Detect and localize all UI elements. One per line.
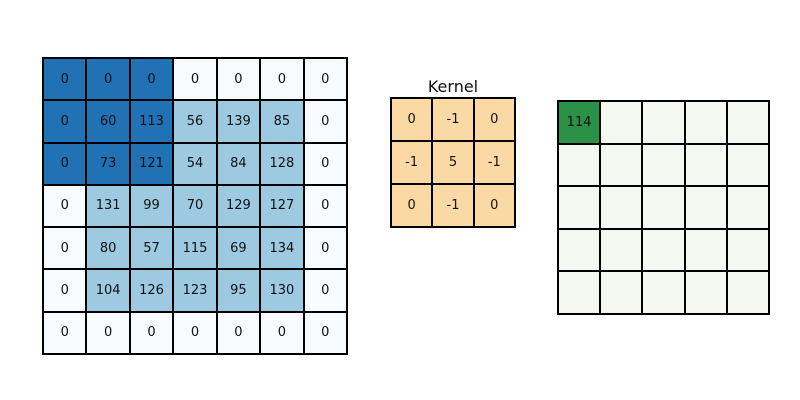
input-matrix-cell: 56: [174, 101, 216, 142]
input-matrix-cell: 130: [261, 270, 303, 311]
input-matrix-cell: 0: [44, 270, 86, 311]
output-matrix-cell: [643, 102, 684, 143]
output-matrix-cell: [727, 102, 768, 143]
input-matrix-cell: 0: [130, 312, 173, 353]
output-matrix-cell: [685, 272, 726, 313]
input-matrix-cell: 0: [304, 228, 346, 269]
input-matrix-cell: 84: [217, 143, 260, 184]
input-matrix-cell: 121: [130, 143, 173, 184]
input-matrix-cell: 139: [217, 101, 260, 142]
output-matrix-cell: [685, 144, 726, 186]
input-matrix-cell: 0: [217, 312, 260, 353]
output-matrix-cell: 114: [559, 102, 600, 143]
kernel-matrix-cell: 0: [474, 99, 514, 140]
input-matrix-cell: 0: [261, 312, 303, 353]
output-matrix-cell: [601, 229, 642, 271]
input-matrix-cell: 0: [304, 312, 346, 353]
output-matrix-cell: [727, 187, 768, 228]
input-matrix-cell: 0: [304, 59, 346, 100]
input-matrix-cell: 85: [261, 101, 303, 142]
input-matrix-cell: 128: [261, 143, 303, 184]
input-matrix-cell: 95: [217, 270, 260, 311]
output-matrix-cell: [727, 144, 768, 186]
output-matrix-cell: [643, 229, 684, 271]
input-matrix-cell: 0: [44, 101, 86, 142]
output-matrix-cell: [643, 187, 684, 228]
input-matrix-cell: 115: [174, 228, 216, 269]
output-matrix-cell: [601, 102, 642, 143]
input-matrix-cell: 127: [261, 185, 303, 227]
output-matrix-cell: [685, 187, 726, 228]
output-matrix-cell: [727, 229, 768, 271]
input-matrix-cell: 73: [87, 143, 129, 184]
input-matrix-cell: 0: [130, 59, 173, 100]
input-matrix-cell: 126: [130, 270, 173, 311]
input-matrix-cell: 0: [304, 143, 346, 184]
input-matrix-cell: 104: [87, 270, 129, 311]
output-matrix-cell: [727, 272, 768, 313]
input-matrix-cell: 60: [87, 101, 129, 142]
output-matrix-cell: [601, 272, 642, 313]
output-matrix-cell: [601, 187, 642, 228]
input-matrix-cell: 0: [174, 312, 216, 353]
input-matrix-cell: 0: [261, 59, 303, 100]
input-matrix-cell: 80: [87, 228, 129, 269]
output-matrix-cell: [643, 272, 684, 313]
input-matrix-cell: 0: [304, 185, 346, 227]
kernel-matrix-cell: -1: [392, 142, 432, 183]
input-matrix-cell: 0: [44, 59, 86, 100]
output-matrix-cell: [559, 187, 600, 228]
input-matrix-cell: 57: [130, 228, 173, 269]
kernel-matrix-cell: 0: [392, 99, 432, 140]
input-matrix-cell: 54: [174, 143, 216, 184]
input-matrix-cell: 129: [217, 185, 260, 227]
kernel-title: Kernel: [427, 77, 479, 96]
input-matrix-cell: 99: [130, 185, 173, 227]
output-matrix-cell: [559, 229, 600, 271]
kernel-matrix-cell: 5: [433, 142, 473, 183]
output-matrix-cell: [685, 229, 726, 271]
output-matrix-cell: [559, 272, 600, 313]
input-matrix-cell: 0: [174, 59, 216, 100]
input-matrix-cell: 69: [217, 228, 260, 269]
input-matrix-cell: 0: [304, 101, 346, 142]
input-matrix-cell: 123: [174, 270, 216, 311]
input-matrix-cell: 131: [87, 185, 129, 227]
input-matrix-cell: 0: [87, 312, 129, 353]
output-matrix: 114: [557, 100, 770, 315]
output-matrix-cell: [601, 144, 642, 186]
input-matrix-cell: 0: [44, 228, 86, 269]
output-matrix-cell: [643, 144, 684, 186]
input-matrix-cell: 0: [44, 312, 86, 353]
kernel-matrix-cell: -1: [474, 142, 514, 183]
input-matrix-cell: 0: [87, 59, 129, 100]
input-matrix-cell: 0: [44, 143, 86, 184]
input-matrix-cell: 134: [261, 228, 303, 269]
kernel-matrix-cell: 0: [392, 185, 432, 226]
kernel-matrix-cell: -1: [433, 99, 473, 140]
input-matrix-cell: 113: [130, 101, 173, 142]
kernel-matrix-cell: 0: [474, 185, 514, 226]
kernel-matrix-cell: -1: [433, 185, 473, 226]
output-matrix-cell: [559, 144, 600, 186]
input-matrix-cell: 0: [304, 270, 346, 311]
input-matrix-cell: 0: [217, 59, 260, 100]
input-matrix-cell: 0: [44, 185, 86, 227]
output-matrix-cell: [685, 102, 726, 143]
input-matrix-cell: 70: [174, 185, 216, 227]
